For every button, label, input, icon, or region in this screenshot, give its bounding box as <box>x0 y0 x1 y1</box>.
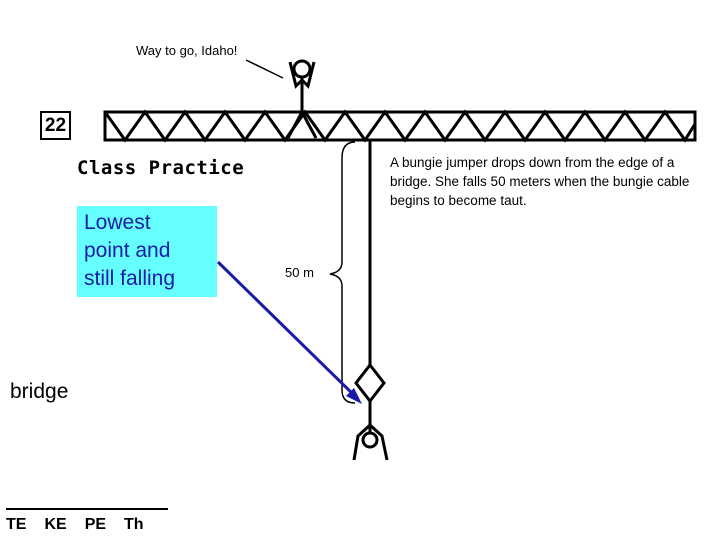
callout-box: Lowest point and still falling <box>77 206 217 297</box>
energy-header-pe: PE <box>84 516 107 533</box>
speech-bubble-text: Way to go, Idaho! <box>136 43 238 58</box>
speech-pointer <box>245 59 284 79</box>
energy-header-ke: KE <box>44 516 67 533</box>
bungie-jumper-icon <box>352 362 389 461</box>
bridge-label: bridge <box>10 380 69 403</box>
bridge-truss <box>103 109 697 143</box>
section-title: Class Practice <box>77 157 245 179</box>
energy-header-te: TE <box>6 516 27 533</box>
cheering-person-icon <box>286 59 318 139</box>
energy-column-headers: TE KE PE Th <box>6 508 168 534</box>
callout-line: point and <box>84 239 171 262</box>
problem-text: A bungie jumper drops down from the edge… <box>390 155 690 208</box>
callout-line: Lowest <box>84 211 151 234</box>
callout-line: still falling <box>84 267 176 290</box>
distance-brace <box>329 141 356 404</box>
slide-number-badge: 22 <box>40 111 71 140</box>
distance-label: 50 m <box>285 265 314 280</box>
energy-header-th: Th <box>124 516 144 533</box>
callout-arrow <box>216 260 362 404</box>
